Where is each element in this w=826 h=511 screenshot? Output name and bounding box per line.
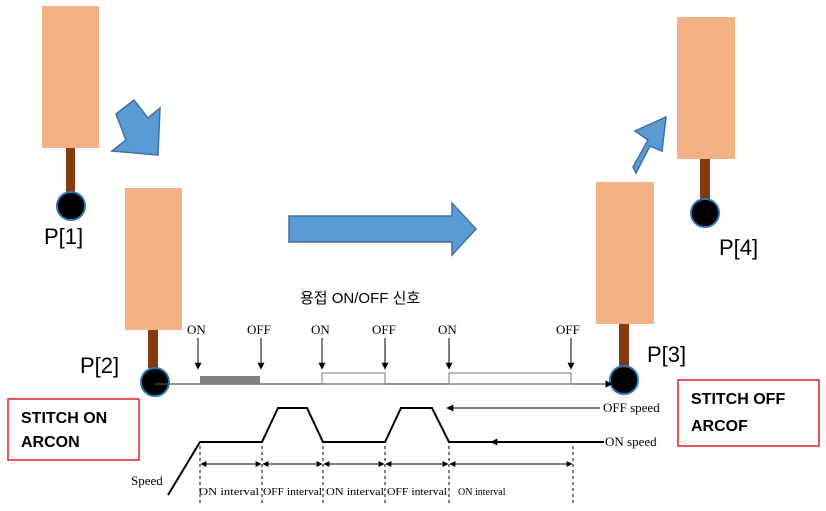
torch-neck	[700, 159, 710, 203]
interval-dimensions: ON interval OFF interval ON interval OFF…	[199, 446, 574, 505]
arcon-label: ARCON	[21, 434, 80, 451]
torch-body	[596, 182, 654, 324]
retract-arrow	[632, 115, 667, 175]
signal-off-3: OFF	[556, 322, 580, 370]
signal-on-1: ON	[187, 322, 206, 370]
speed-profile: OFF speed ON speed Speed	[131, 400, 660, 496]
interval-label: OFF interval	[387, 487, 447, 498]
interval-label: ON interval	[199, 487, 259, 498]
stitch-on-label: STITCH ON	[21, 410, 107, 427]
interval-label: ON interval	[326, 487, 384, 498]
label-p2: P[2]	[80, 353, 119, 378]
signal-off-1: OFF	[247, 322, 271, 370]
torch-p1	[42, 6, 99, 221]
arcof-label: ARCOF	[691, 418, 748, 435]
torch-neck	[148, 330, 158, 368]
on-speed-label: ON speed	[605, 434, 657, 449]
torch-tip	[690, 198, 720, 228]
off-speed-label: OFF speed	[603, 400, 660, 415]
instruction-box	[7, 398, 140, 461]
signal-label: ON	[311, 322, 330, 337]
weld-segment	[321, 372, 386, 385]
torch-p4	[677, 17, 735, 228]
signal-label: OFF	[556, 322, 580, 337]
torch-p2	[125, 188, 182, 397]
stitch-off-label: STITCH OFF	[691, 391, 785, 408]
torch-body	[42, 6, 99, 148]
signal-markers: ON OFF ON OFF ON OFF	[187, 322, 580, 370]
label-p4: P[4]	[719, 235, 758, 260]
interval-label: ON interval	[458, 487, 506, 498]
travel-arrow	[288, 201, 478, 257]
stitch-off-box: STITCH OFF ARCOF	[677, 379, 820, 447]
torch-neck	[66, 148, 75, 193]
torch-neck	[619, 324, 629, 366]
speed-curve	[167, 407, 604, 496]
signal-label: OFF	[247, 322, 271, 337]
torch-tip	[56, 191, 86, 221]
torch-tip	[140, 367, 170, 397]
signal-off-2: OFF	[372, 322, 396, 370]
torch-body	[125, 188, 182, 330]
label-p1: P[1]	[44, 224, 83, 249]
signal-on-3: ON	[438, 322, 457, 370]
label-p3: P[3]	[647, 342, 686, 367]
torch-body	[677, 17, 735, 159]
signal-on-2: ON	[311, 322, 330, 370]
weld-path	[155, 372, 613, 388]
weld-signal-title: 용접 ON/OFF 신호	[300, 290, 420, 307]
torch-p3	[596, 182, 654, 395]
interval-label: OFF interval	[263, 487, 322, 498]
signal-label: ON	[438, 322, 457, 337]
signal-label: OFF	[372, 322, 396, 337]
weld-bead	[200, 376, 260, 384]
signal-label: ON	[187, 322, 206, 337]
speed-axis-label: Speed	[131, 473, 163, 488]
torch-tip	[609, 365, 639, 395]
stitch-on-box: STITCH ON ARCON	[7, 398, 140, 461]
instruction-box	[677, 379, 820, 447]
weld-segment	[448, 372, 572, 385]
approach-arrow	[110, 98, 161, 156]
